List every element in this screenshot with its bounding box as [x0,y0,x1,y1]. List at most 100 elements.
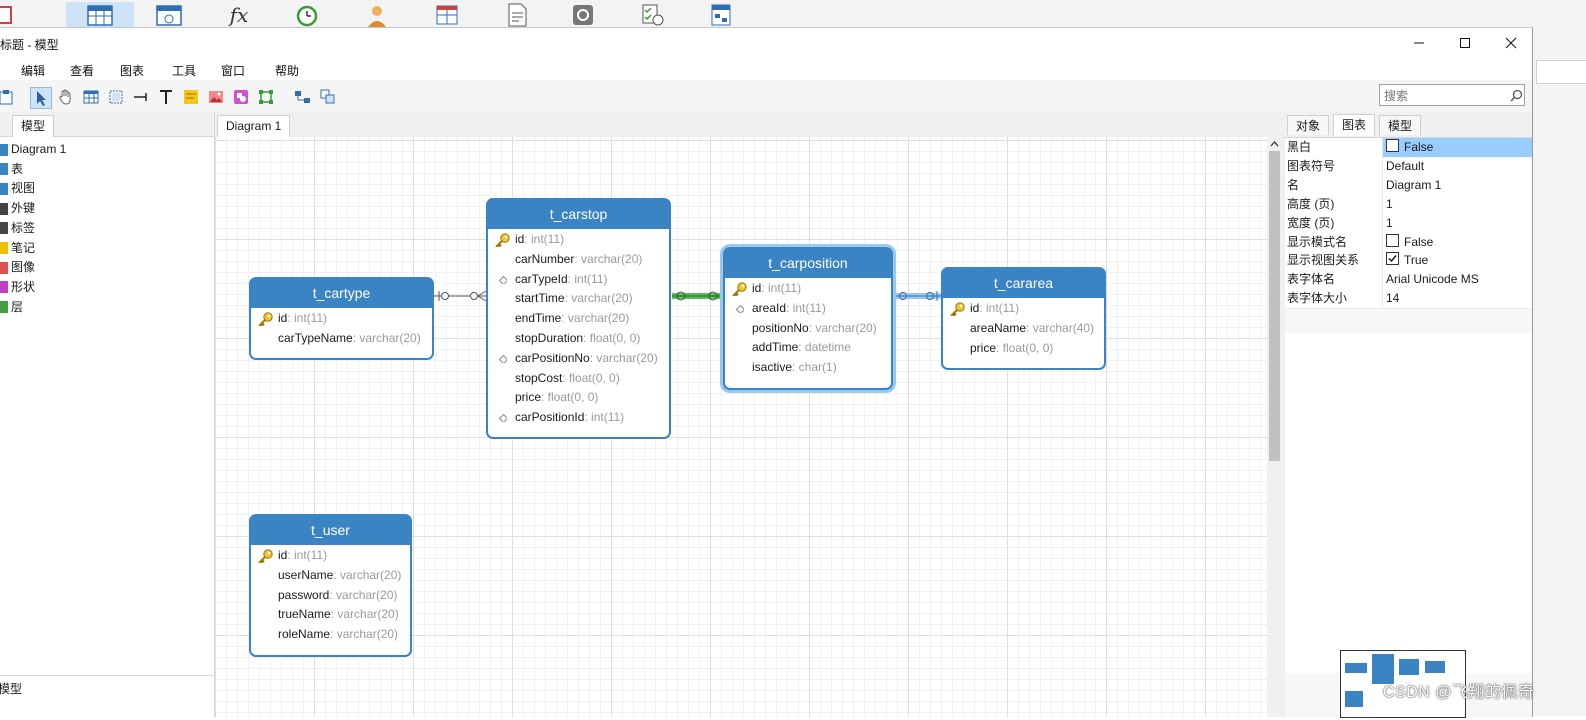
search-icon[interactable] [1510,89,1523,102]
new-label-icon[interactable] [156,87,176,107]
vertical-scrollbar[interactable] [1267,137,1282,717]
property-row[interactable]: 宽度 (页)1 [1285,213,1532,234]
field-row[interactable]: stopCost: float(0, 0) [488,369,669,389]
new-relation-icon[interactable] [131,87,151,107]
tab-model[interactable]: 模型 [12,115,55,137]
diagram-overview[interactable] [1340,650,1466,718]
tree-item[interactable]: 图像 [0,258,35,277]
close-button[interactable] [1488,28,1534,58]
event-clock-icon[interactable] [290,2,324,28]
auto-layout-icon[interactable] [293,87,313,107]
tree-item[interactable]: 表 [0,160,23,179]
new-view-icon[interactable] [106,87,126,107]
menu-help[interactable]: 帮助 [275,64,300,78]
relation-carstop-carposition[interactable] [672,291,722,301]
property-value-cell[interactable]: 14 [1382,289,1532,309]
tab-object[interactable]: 对象 [1287,115,1330,135]
field-row[interactable]: stopDuration: float(0, 0) [488,329,669,349]
checkbox-icon[interactable] [1386,233,1399,247]
field-row[interactable]: password: varchar(20) [251,586,410,606]
field-row[interactable]: carTypeId: int(11) [488,270,669,290]
field-row[interactable]: isactive: char(1) [725,358,891,378]
field-row[interactable]: id: int(11) [251,546,410,566]
tab-diagram[interactable]: 图表 [1333,114,1376,136]
field-row[interactable]: carPositionId: int(11) [488,408,669,428]
user-tool-icon[interactable] [360,2,394,28]
property-value-cell[interactable]: 1 [1382,213,1532,233]
query-tool-icon[interactable] [430,2,464,28]
field-row[interactable]: endTime: varchar(20) [488,309,669,329]
arrange-icon[interactable] [318,87,338,107]
property-value-cell[interactable]: Arial Unicode MS [1382,270,1532,290]
tree-item[interactable]: 外键 [0,199,35,218]
field-row[interactable]: areaName: varchar(40) [943,319,1104,339]
menu-edit[interactable]: 编辑 [21,64,46,78]
schedule-tool-icon[interactable] [636,2,670,28]
menu-view[interactable]: 查看 [70,64,95,78]
property-value-cell[interactable]: Diagram 1 [1382,175,1532,195]
field-row[interactable]: addTime: datetime [725,338,891,358]
tab-diagram-1[interactable]: Diagram 1 [217,115,291,138]
scroll-up-icon[interactable] [1270,140,1279,148]
entity-t_cartype[interactable]: t_cartype id: int(11)carTypeName: varcha… [249,277,434,360]
checkbox-icon[interactable] [1386,139,1399,152]
diagram-canvas[interactable]: t_cartype id: int(11)carTypeName: varcha… [215,137,1267,717]
new-layer-icon[interactable] [256,87,276,107]
entity-t_carposition[interactable]: t_carposition id: int(11)areaId: int(11)… [723,247,893,390]
field-row[interactable]: id: int(11) [251,309,432,329]
field-row[interactable]: trueName: varchar(20) [251,605,410,625]
paste-icon[interactable] [0,87,16,107]
field-row[interactable]: startTime: varchar(20) [488,289,669,309]
function-tool-icon[interactable]: fx [229,3,249,27]
new-image-icon[interactable] [206,87,226,107]
property-value-cell[interactable]: 1 [1382,194,1532,214]
entity-t_carstop[interactable]: t_carstop id: int(11)carNumber: varchar(… [486,198,671,439]
tree-item[interactable]: 形状 [0,278,35,297]
tree-item[interactable]: 层 [0,298,23,317]
tree-item[interactable]: 视图 [0,179,35,198]
maximize-button[interactable] [1442,28,1488,58]
tree-item[interactable]: 笔记 [0,239,35,258]
menu-tools[interactable]: 工具 [172,64,197,78]
property-value-cell[interactable]: Default [1382,156,1532,176]
search-box[interactable] [1379,84,1525,106]
scrollbar-thumb[interactable] [1269,151,1280,461]
field-row[interactable]: carPositionNo: varchar(20) [488,349,669,369]
new-table-icon[interactable] [81,87,101,107]
red-tool-icon[interactable] [0,2,20,28]
menu-window[interactable]: 窗口 [221,64,246,78]
search-input[interactable] [1382,88,1510,104]
new-shape-icon[interactable] [231,87,251,107]
relation-cartype-carstop[interactable] [433,290,487,302]
backup-tool-icon[interactable] [566,2,600,28]
menu-diagram[interactable]: 图表 [120,64,145,78]
field-row[interactable]: carNumber: varchar(20) [488,250,669,270]
entity-t_cararea[interactable]: t_cararea id: int(11)areaName: varchar(4… [941,267,1106,370]
model-tool-icon[interactable] [704,2,738,28]
checkbox-checked-icon[interactable] [1386,252,1399,266]
entity-t_user[interactable]: t_user id: int(11)userName: varchar(20)p… [249,514,412,657]
tree-item[interactable]: Diagram 1 [0,140,66,159]
field-row[interactable]: price: float(0, 0) [488,388,669,408]
property-value-cell[interactable]: True [1382,251,1532,271]
report-tool-icon[interactable] [500,2,534,28]
tab-model-props[interactable]: 模型 [1379,115,1422,135]
field-row[interactable]: id: int(11) [943,299,1104,319]
table-tool-icon[interactable] [66,2,134,28]
minimize-button[interactable] [1396,28,1442,58]
relation-carposition-cararea[interactable] [893,291,941,301]
field-row[interactable]: price: float(0, 0) [943,339,1104,359]
field-row[interactable]: id: int(11) [725,279,891,299]
property-value-cell[interactable]: False [1382,138,1532,157]
field-row[interactable]: userName: varchar(20) [251,566,410,586]
field-row[interactable]: roleName: varchar(20) [251,625,410,645]
view-tool-icon[interactable] [152,2,186,28]
field-row[interactable]: carTypeName: varchar(20) [251,329,432,349]
